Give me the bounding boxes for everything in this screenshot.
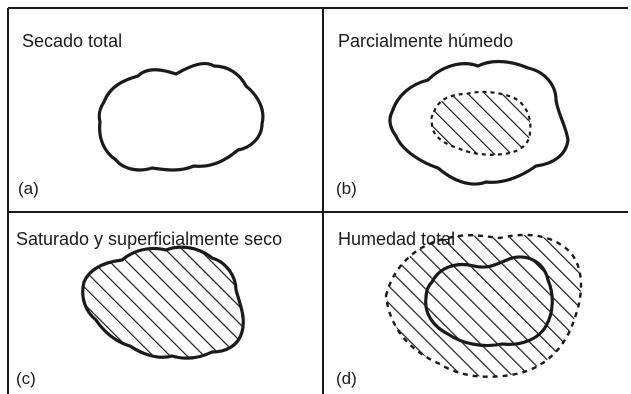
panel-a-tag: (a) xyxy=(18,179,39,198)
panel-c: Saturado y superficialmente seco (c) xyxy=(16,229,282,388)
dry-particle-shape xyxy=(99,64,263,170)
panel-b-title: Parcialmente húmedo xyxy=(338,31,513,51)
partially-wet-moist-core xyxy=(431,92,530,155)
panel-b-tag: (b) xyxy=(336,179,357,198)
panel-d: Humedad total (d) xyxy=(336,229,590,388)
saturated-surface-dry-particle xyxy=(83,247,244,358)
panel-d-tag: (d) xyxy=(336,369,357,388)
panel-c-tag: (c) xyxy=(16,369,36,388)
surface-water-film xyxy=(380,230,590,385)
panel-a: Secado total (a) xyxy=(18,31,263,198)
panel-c-title: Saturado y superficialmente seco xyxy=(16,229,282,249)
panel-a-title: Secado total xyxy=(22,31,122,51)
panel-b: Parcialmente húmedo (b) xyxy=(336,31,568,198)
